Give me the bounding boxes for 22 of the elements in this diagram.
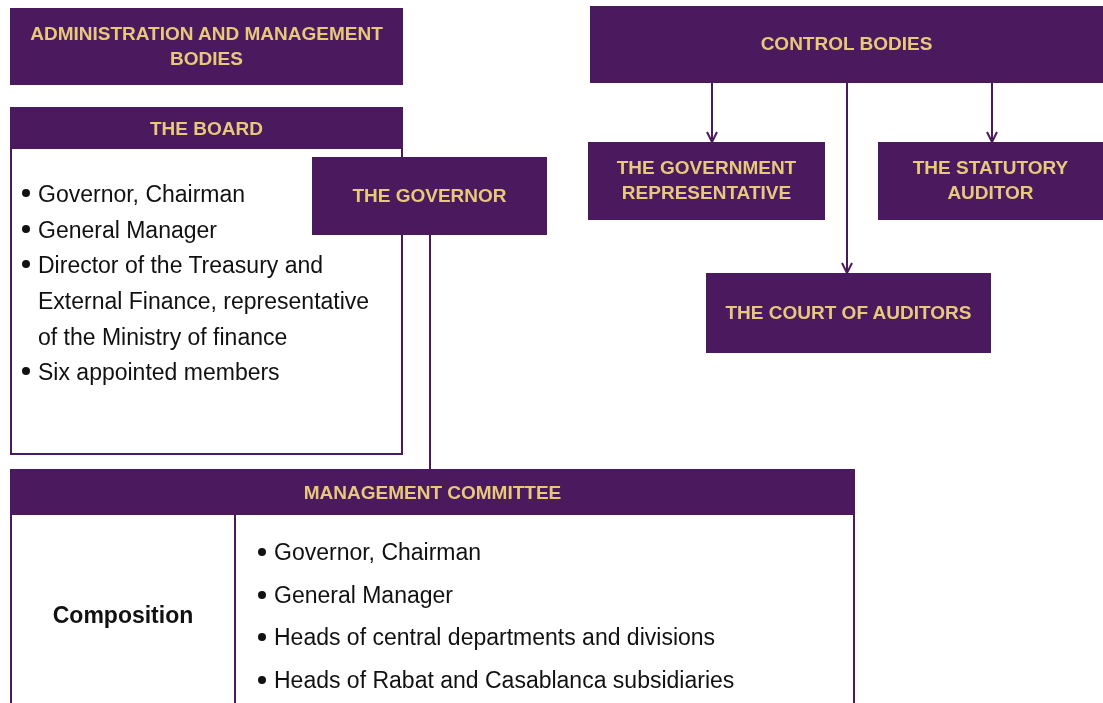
row-header: Composition (12, 515, 236, 703)
list-item: General Manager (274, 580, 453, 610)
heading-box: ADMINISTRATION AND MANAGEMENT BODIES (10, 8, 403, 85)
heading-box: THE GOVERNOR (312, 157, 547, 235)
connector-line (429, 234, 431, 470)
heading-box: THE COURT OF AUDITORS (706, 273, 991, 353)
heading-box: THE STATUTORY AUDITOR (878, 142, 1103, 220)
arrow (706, 82, 718, 143)
list-item: Governor, Chairman (274, 538, 482, 567)
list-item: Heads of central departments and divisions (274, 623, 716, 653)
list-item: Six appointed members (38, 358, 280, 388)
list-item: Heads of Rabat and Casablanca subsidiaries (274, 665, 735, 695)
panel-heading: MANAGEMENT COMMITTEE (12, 471, 853, 515)
heading-box: THE GOVERNMENT REPRESENTATIVE (588, 142, 825, 220)
table-panel (10, 469, 855, 703)
list-item: General Manager (38, 215, 217, 245)
heading-box: CONTROL BODIES (590, 6, 1103, 83)
arrow (986, 82, 998, 143)
list-item: Governor, Chairman (38, 180, 246, 209)
panel-heading: THE BOARD (12, 109, 401, 149)
list-item: Director of the Treasury and External Finance, representative of the Ministry of finance (38, 251, 371, 352)
arrow (841, 82, 853, 274)
